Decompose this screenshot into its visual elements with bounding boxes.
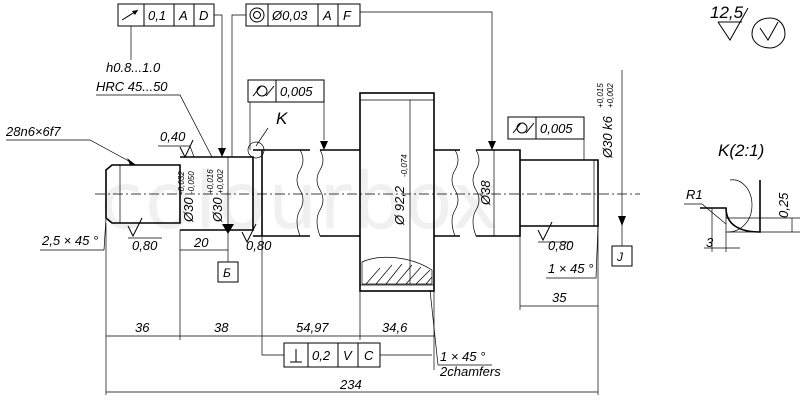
dim-20: 20 (193, 235, 209, 250)
tolerance-frame-runout: 0,1 A D (117, 3, 215, 27)
svg-text:-0,050: -0,050 (187, 171, 196, 194)
datum-b: Б (217, 224, 239, 283)
roughness-040: 0,40 (160, 129, 186, 144)
hardness-spec: HRC 45...50 (96, 79, 168, 94)
svg-text:A: A (178, 8, 188, 23)
right-chamfer: 1 × 45 ° (548, 261, 593, 276)
concentricity-icon (249, 7, 265, 23)
diameter-d30-left: Ø30 -0,032 -0,050 (177, 171, 196, 223)
svg-text:A: A (322, 8, 332, 23)
svg-text:0,005: 0,005 (280, 84, 313, 99)
diameter-d92: Ø 92,2 -0,074 (392, 154, 409, 226)
dim-36: 36 (135, 320, 150, 335)
chamfers-spec: 1 × 45 ° (440, 349, 485, 364)
svg-text:Ø0,03: Ø0,03 (271, 8, 308, 23)
svg-text:J: J (616, 250, 624, 264)
watermark: colourbox (100, 157, 501, 247)
svg-text:+0,015: +0,015 (596, 83, 605, 108)
diameter-d30-right: Ø30 k6 +0,015 +0,002 (596, 83, 615, 159)
svg-text:12,5: 12,5 (710, 3, 744, 22)
svg-text:0,80: 0,80 (548, 238, 574, 253)
dim-35: 35 (552, 290, 567, 305)
diameter-d30-mid: Ø30 +0,016 +0,002 (206, 169, 225, 223)
svg-text:Б: Б (223, 266, 231, 280)
svg-text:Ø30: Ø30 (210, 197, 225, 223)
svg-text:-0,032: -0,032 (177, 171, 186, 194)
svg-text:K(2:1): K(2:1) (718, 141, 764, 160)
svg-text:+0,002: +0,002 (216, 169, 225, 194)
svg-text:Ø30 k6: Ø30 k6 (600, 115, 615, 159)
roughness-080-c: 0,80 (537, 221, 574, 253)
section-hatch (361, 257, 433, 285)
svg-text:0,25: 0,25 (776, 192, 791, 218)
hardness-depth: h0.8...1.0 (106, 60, 161, 75)
dim-38: 38 (214, 320, 229, 335)
svg-text:0,80: 0,80 (246, 238, 272, 253)
chamfers-note: 2chamfers (439, 364, 501, 379)
svg-text:Ø 92,2: Ø 92,2 (392, 185, 407, 226)
perpendicularity-icon (290, 349, 302, 363)
tolerance-frame-cyl-right: 0,005 (507, 116, 585, 140)
dim-346: 34,6 (382, 320, 408, 335)
svg-text:Ø30: Ø30 (181, 197, 196, 223)
detail-k-label: K (276, 109, 288, 128)
svg-text:+0,016: +0,016 (206, 169, 215, 194)
svg-text:V: V (343, 348, 353, 363)
svg-text:Ø38: Ø38 (478, 180, 493, 206)
svg-text:-0,074: -0,074 (400, 154, 409, 177)
datum-j: J (611, 226, 633, 267)
diameter-d38: Ø38 (478, 180, 493, 206)
tolerance-frame-cyl-left: 0,005 (247, 79, 325, 103)
roughness-080-a: 0,80 (127, 217, 162, 253)
svg-text:3: 3 (706, 235, 714, 250)
roughness-080-b: 0,80 (241, 223, 272, 253)
shaft-outline (105, 92, 599, 292)
svg-text:+0,002: +0,002 (606, 83, 615, 108)
svg-text:0,2: 0,2 (312, 348, 331, 363)
tolerance-frame-coaxiality: Ø0,03 A F (245, 3, 361, 27)
svg-text:F: F (343, 8, 352, 23)
svg-text:0,1: 0,1 (148, 8, 166, 23)
svg-text:D: D (199, 8, 208, 23)
surface-finish-symbol: 12,5 (710, 3, 786, 49)
svg-text:0,80: 0,80 (132, 238, 158, 253)
spline-spec: 28n6×6f7 (5, 124, 61, 139)
detail-k-view: K(2:1) R1 3 0,25 (684, 141, 800, 252)
dim-5497: 54,97 (296, 320, 329, 335)
svg-text:0,005: 0,005 (540, 121, 573, 136)
dimension-chain (106, 230, 598, 393)
svg-text:C: C (364, 348, 374, 363)
tolerance-frame-perp: 0,2 V C (283, 342, 381, 368)
dim-234: 234 (339, 377, 362, 392)
svg-text:R1: R1 (686, 187, 703, 202)
left-chamfer: 2,5 × 45 ° (41, 233, 98, 248)
